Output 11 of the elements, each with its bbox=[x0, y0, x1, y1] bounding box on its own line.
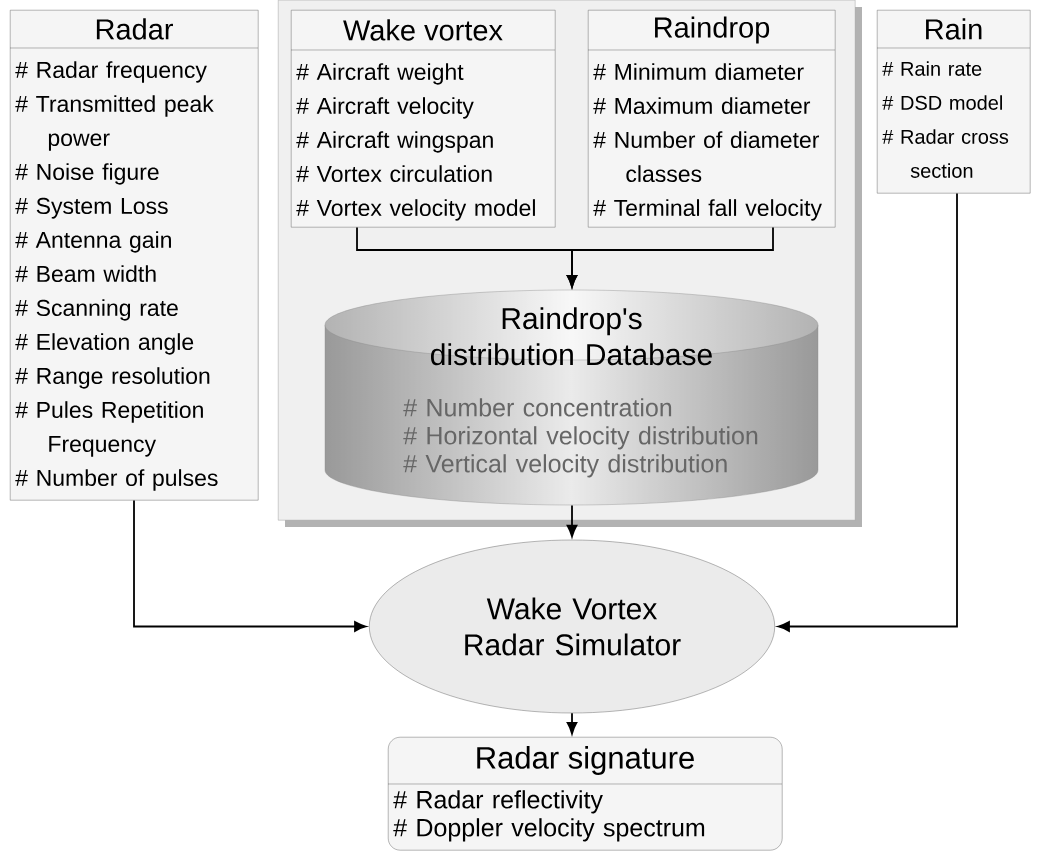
parameter-box: Rain # Rain rate # DSD model # Radar cross section bbox=[876, 10, 1031, 194]
arrow bbox=[566, 712, 578, 735]
parameter-box: Raindrop # Minimum diameter # Maximum diameter # Number of diameter classes # Terminal fall velocity bbox=[587, 10, 836, 228]
parameter-box: Radar signature # Radar reflectivity # Doppler velocity spectrum bbox=[387, 737, 783, 851]
database-cylinder: Raindrop's distribution Database # Number concentration # Horizontal velocity distribution # Vertical velocity distribution bbox=[324, 289, 819, 506]
arrow bbox=[566, 504, 578, 538]
arrow bbox=[133, 499, 367, 632]
parameter-box: Wake vortex # Aircraft weight # Aircraft velocity # Aircraft wingspan # Vortex circulation # Vortex velocity model bbox=[290, 10, 556, 228]
arrow bbox=[777, 192, 958, 632]
parameter-box: Radar # Radar frequency # Transmitted peak power # Noise figure # System Loss # Antenna gain # Beam width # Scanning rate # Elevation angle # Range resolution # Pules Repetition Frequency # Number of pulses bbox=[9, 10, 259, 501]
arrow bbox=[566, 226, 774, 288]
